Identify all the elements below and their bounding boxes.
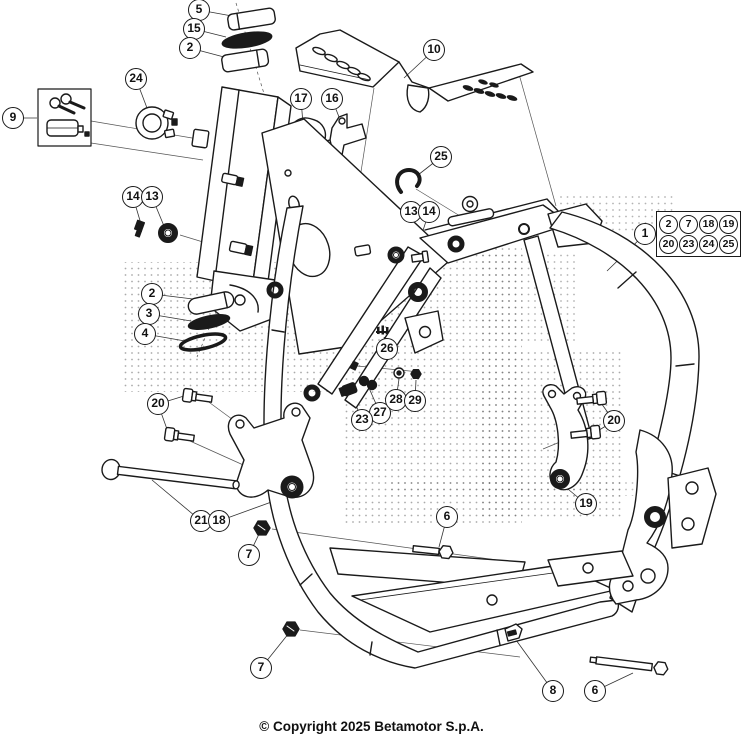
legend-number: 19 <box>719 214 738 234</box>
callout-8: 8 <box>542 680 564 702</box>
key-set-box <box>37 88 92 147</box>
callout-23: 23 <box>351 409 373 431</box>
callout-1: 1 <box>634 223 656 245</box>
callout-29: 29 <box>404 390 426 412</box>
copyright-text: © Copyright 2025 Betamotor S.p.A. <box>259 719 484 734</box>
legend-row-2: 20 23 24 25 <box>659 234 738 254</box>
callout-20: 20 <box>147 393 169 415</box>
callout-25: 25 <box>430 146 452 168</box>
callout-24: 24 <box>125 68 147 90</box>
legend-number: 7 <box>679 214 698 234</box>
callout-3: 3 <box>138 303 160 325</box>
hex-nuts <box>253 520 300 637</box>
legend-number: 2 <box>659 214 678 234</box>
callout-6: 6 <box>584 680 606 702</box>
legend-number: 20 <box>659 234 678 254</box>
spring-hook <box>395 168 422 194</box>
frame-bolts <box>412 545 669 676</box>
callout-13: 13 <box>400 201 422 223</box>
callout-7: 7 <box>250 657 272 679</box>
clip-8 <box>504 623 523 642</box>
construction-lines <box>90 2 579 658</box>
callout-19: 19 <box>575 493 597 515</box>
legend-row-1: 2 7 18 19 <box>659 214 738 234</box>
callout-16: 16 <box>321 88 343 110</box>
callout-2: 2 <box>179 37 201 59</box>
callout-6: 6 <box>436 506 458 528</box>
right-mount-bracket-group <box>542 384 608 491</box>
washer-bolt-mid <box>354 244 430 264</box>
legend-number: 23 <box>679 234 698 254</box>
callout-21: 21 <box>190 510 212 532</box>
callout-4: 4 <box>134 323 156 345</box>
callout-18: 18 <box>208 510 230 532</box>
callout-13: 13 <box>141 186 163 208</box>
left-mount-bracket-group <box>101 387 315 499</box>
callout-17: 17 <box>290 88 312 110</box>
washer-bolt-left <box>133 219 178 243</box>
callout-10: 10 <box>423 39 445 61</box>
skid-plate <box>295 29 534 113</box>
callout-14: 14 <box>122 186 144 208</box>
callout-9: 9 <box>2 107 24 129</box>
legend-number: 18 <box>699 214 718 234</box>
callout-2: 2 <box>141 283 163 305</box>
callout-7: 7 <box>238 544 260 566</box>
main-frame <box>261 117 717 669</box>
callout-26: 26 <box>376 338 398 360</box>
legend-number: 25 <box>719 234 738 254</box>
callout-14: 14 <box>418 201 440 223</box>
lock-ring <box>135 106 178 140</box>
steering-stem-parts <box>221 7 276 73</box>
steering-column <box>191 86 292 332</box>
legend-number: 24 <box>699 234 718 254</box>
bushing-stack <box>178 291 235 352</box>
callout-20: 20 <box>603 410 625 432</box>
bushing-18 <box>280 475 304 499</box>
small-fasteners <box>338 325 422 397</box>
pivot-bolt-21 <box>101 458 240 490</box>
legend-box: 2 7 18 19 20 23 24 25 <box>656 211 741 257</box>
